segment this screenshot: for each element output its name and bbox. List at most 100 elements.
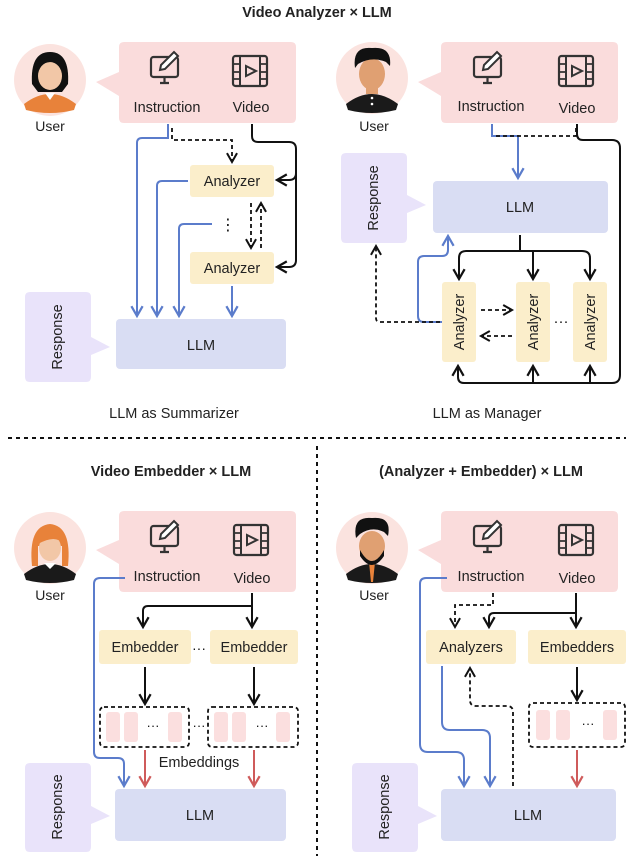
response-label: Response [366, 165, 382, 230]
user-bubble [418, 511, 618, 592]
embedding-cell [603, 710, 617, 740]
user-bubble [96, 42, 296, 123]
embedder-label: Embedder [221, 640, 288, 656]
video-label: Video [233, 100, 270, 116]
llm-label: LLM [506, 200, 534, 216]
panel-manager: User Instruction Video LLM Response Anal… [336, 42, 621, 422]
user-label: User [359, 118, 389, 134]
llm-label: LLM [186, 808, 214, 824]
embedding-cell [276, 712, 290, 742]
analyzer-label: Analyzer [204, 261, 261, 277]
instruction-label: Instruction [458, 569, 525, 585]
horizontal-ellipsis: ··· [147, 718, 160, 733]
response-label: Response [50, 774, 66, 839]
analyzer-box [190, 252, 274, 284]
video-arrow [274, 172, 297, 274]
user-label: User [359, 587, 389, 603]
dashed-arrow [370, 243, 440, 323]
response-bubble [25, 763, 110, 852]
response-bubble [341, 153, 426, 243]
analyzer-box [442, 282, 476, 362]
analyzer-label: Analyzer [204, 174, 261, 190]
llm-box [441, 789, 616, 841]
title-top: Video Analyzer × LLM [242, 5, 391, 21]
analyzers-label: Analyzers [439, 640, 503, 656]
analyzer-output-arrow [417, 233, 455, 323]
embedder-box [210, 630, 298, 664]
embedder-label: Embedder [112, 640, 179, 656]
analyzer-label: Analyzer [526, 294, 542, 351]
embedding-cell [214, 712, 228, 742]
dashed-arrow [171, 128, 238, 165]
analyzer-label: Analyzer [452, 294, 468, 351]
llm-label: LLM [187, 338, 215, 354]
user-bubble [418, 42, 618, 123]
instruction-label: Instruction [134, 569, 201, 585]
video-arrow [251, 124, 297, 187]
response-label: Response [377, 774, 393, 839]
analyzers-box [426, 630, 516, 664]
vertical-ellipsis: ⋮ [220, 217, 236, 234]
person-icon [14, 44, 86, 116]
horizontal-ellipsis: ··· [192, 640, 206, 656]
panel-summarizer: User Instruction Video Analyzer Analyzer… [14, 42, 297, 422]
dashed-arrow [464, 665, 514, 786]
analyzer-box [516, 282, 550, 362]
llm-box [115, 789, 286, 841]
dashed-line [496, 125, 577, 137]
person-icon [336, 42, 408, 114]
person-icon [336, 512, 408, 584]
llm-box [433, 181, 608, 233]
dispatch-arrow [458, 235, 591, 279]
panel-embedder: User Instruction Video Embedder Embedder… [14, 511, 299, 852]
embedding-cell [556, 710, 570, 740]
embedders-label: Embedders [540, 640, 614, 656]
caption-summarizer: LLM as Summarizer [109, 406, 239, 422]
instruction-arrow [491, 124, 525, 181]
video-arrow [482, 612, 576, 630]
llm-box [116, 319, 286, 369]
video-label: Video [559, 571, 596, 587]
analyzer-output-arrow [172, 223, 212, 319]
caption-manager: LLM as Manager [433, 406, 542, 422]
instruction-arrow [93, 577, 131, 789]
instruction-arrow [419, 577, 471, 789]
embedders-box [528, 630, 626, 664]
video-label: Video [234, 571, 271, 587]
embedding-cell [124, 712, 138, 742]
horizontal-ellipsis: ··· [554, 313, 569, 330]
instruction-arrow [130, 124, 169, 319]
title-bottom-left: Video Embedder × LLM [91, 464, 251, 480]
analyzer-box [573, 282, 607, 362]
embedding-cell [232, 712, 246, 742]
instruction-label: Instruction [458, 99, 525, 115]
analyzer-label: Analyzer [583, 294, 599, 351]
embedding-cell [536, 710, 550, 740]
response-label: Response [50, 304, 66, 369]
video-label: Video [559, 101, 596, 117]
analyzer-box [190, 165, 274, 197]
embeddings-label: Embeddings [159, 755, 240, 771]
embedding-cell [106, 712, 120, 742]
horizontal-ellipsis: ··· [256, 718, 269, 733]
video-arrow [451, 124, 621, 384]
dashed-arrow [449, 593, 494, 630]
embedding-cell [168, 712, 182, 742]
analyzer-output-arrow [150, 180, 188, 319]
analyzer-output-arrow [441, 666, 497, 789]
video-arrow [136, 605, 252, 630]
panel-hybrid: User Instruction Video Analyzers Embedde… [336, 511, 626, 852]
horizontal-ellipsis: ··· [193, 718, 206, 733]
response-bubble [25, 292, 110, 382]
user-bubble [96, 511, 296, 592]
embedding-group [528, 702, 626, 748]
embedder-box [99, 630, 191, 664]
response-bubble [352, 763, 437, 852]
horizontal-ellipsis: ··· [582, 716, 595, 731]
instruction-label: Instruction [134, 100, 201, 116]
person-icon [14, 512, 86, 584]
llm-label: LLM [514, 808, 542, 824]
user-label: User [35, 118, 65, 134]
